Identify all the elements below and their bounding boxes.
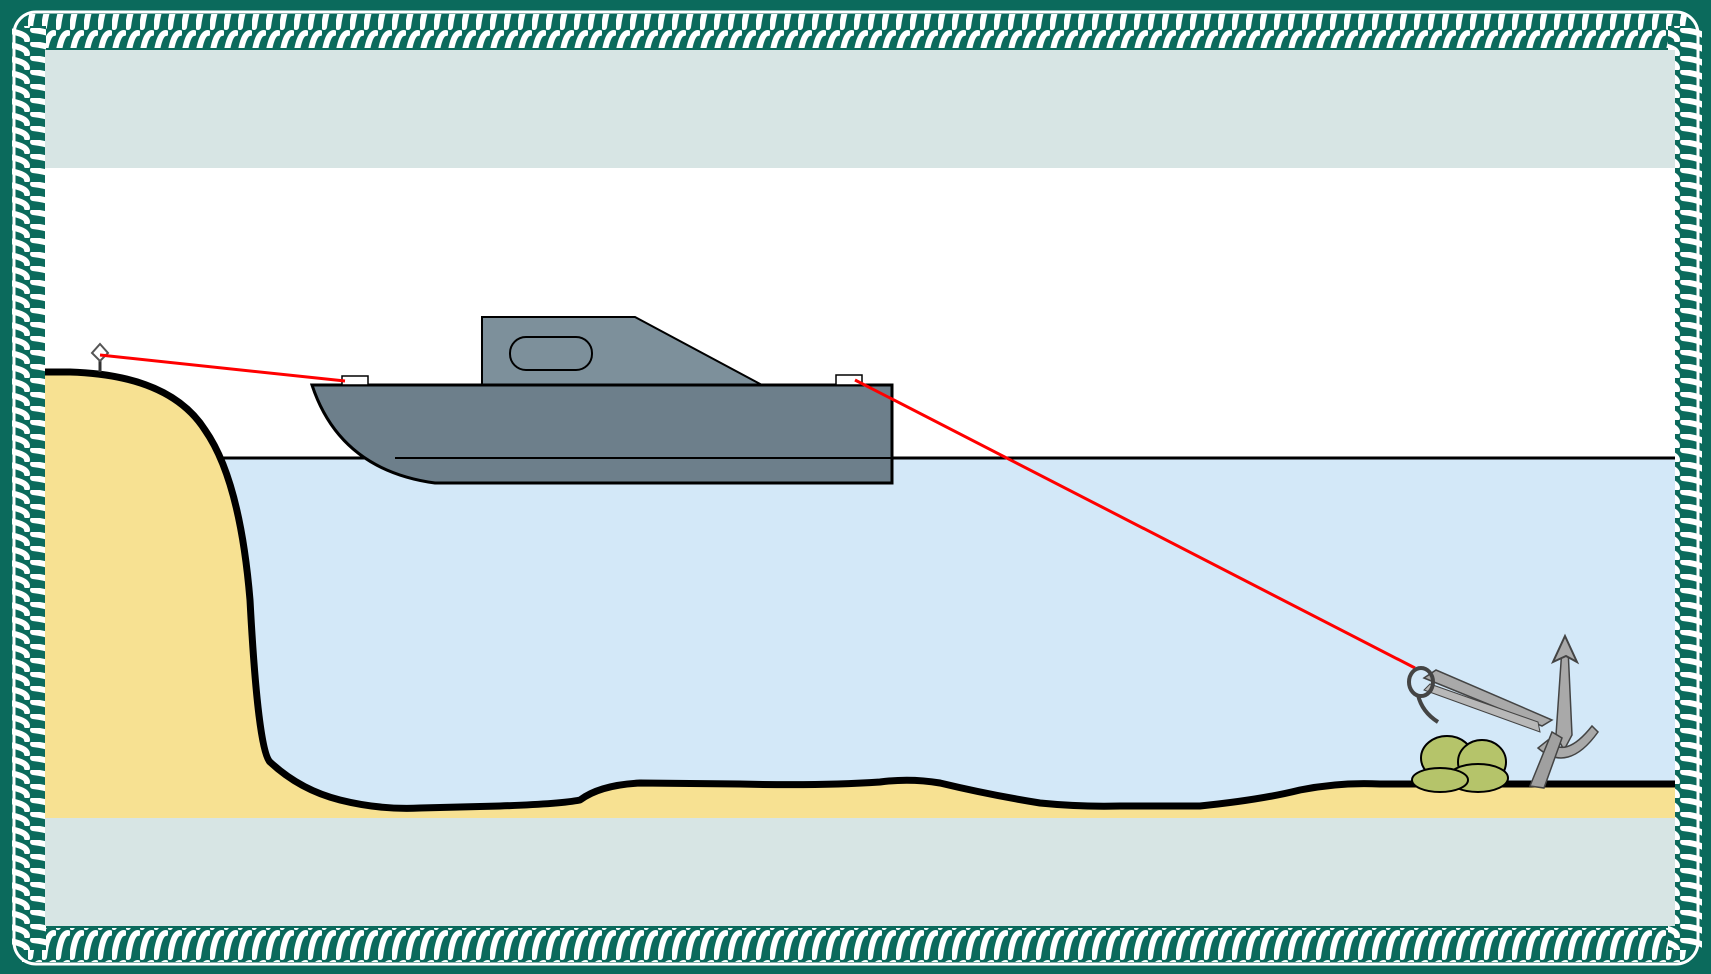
rope-top (22, 14, 1689, 48)
shore-and-seabed (45, 372, 1675, 818)
stern-cleat (835, 374, 863, 386)
shore-outline (45, 368, 1675, 812)
seabed-rocks-icon (1411, 735, 1509, 793)
rope-outline (12, 10, 1700, 966)
motorboat-icon (309, 316, 894, 485)
boat-hull (309, 383, 894, 485)
rope-bottom (22, 928, 1689, 962)
top-band (45, 50, 1675, 168)
shore-mooring-line (99, 353, 346, 383)
boat-window (509, 336, 593, 371)
rope-left (12, 26, 46, 950)
bow-cleat (341, 375, 369, 386)
anchor-icon (1407, 633, 1599, 789)
bottom-band (45, 818, 1675, 926)
anchor-line (854, 378, 1416, 670)
water (45, 458, 1675, 818)
